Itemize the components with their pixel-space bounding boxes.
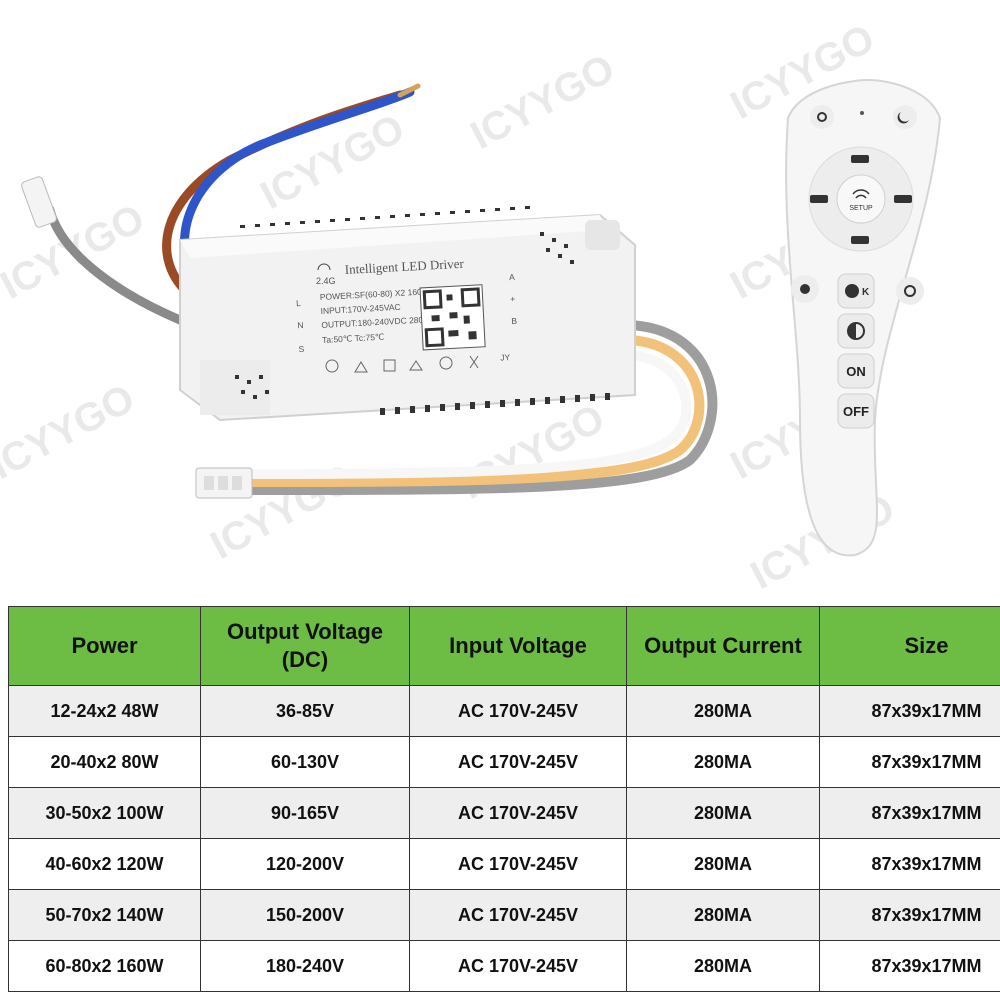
spec-table: Power Output Voltage (DC) Input Voltage … — [8, 606, 1000, 992]
cell-input-voltage: AC 170V-245V — [409, 736, 627, 788]
cell-input-voltage: AC 170V-245V — [409, 685, 627, 737]
cell-input-voltage: AC 170V-245V — [409, 889, 627, 941]
setup-label: SETUP — [849, 205, 873, 212]
cell-output-current: 280MA — [626, 787, 820, 839]
setup-button[interactable]: SETUP — [836, 174, 886, 224]
driver-temp-line: Ta:50℃ Tc:75℃ — [322, 332, 385, 345]
table-row: 40-60x2 120W 120-200V AC 170V-245V 280MA… — [8, 838, 1000, 890]
on-button[interactable]: ON — [837, 353, 875, 389]
driver-brand: Intelligent LED Driver — [344, 256, 464, 277]
table-row: 30-50x2 100W 90-165V AC 170V-245V 280MA … — [8, 787, 1000, 839]
band-label: 2.4G — [316, 276, 336, 286]
driver-input-line: INPUT:170V-245VAC — [320, 302, 401, 316]
output-wires — [195, 320, 718, 499]
color-warm-icon[interactable] — [810, 195, 828, 203]
brightness-up-icon[interactable] — [851, 155, 869, 163]
ir-led — [860, 111, 864, 115]
pin-s-label: S — [298, 344, 305, 354]
on-label: ON — [846, 364, 866, 379]
header-output-current: Output Current — [626, 606, 820, 686]
cell-output-current: 280MA — [626, 940, 820, 992]
table-row: 20-40x2 80W 60-130V AC 170V-245V 280MA 8… — [8, 736, 1000, 788]
moon-icon[interactable] — [893, 105, 917, 129]
certification-icons — [325, 355, 479, 373]
maker-label: JY — [500, 352, 511, 363]
pin-l-label: L — [296, 298, 302, 308]
watermark: ICYYGO — [464, 46, 622, 158]
pin-a-label: A — [509, 272, 516, 282]
sun-dim-icon[interactable] — [810, 105, 834, 129]
cell-power: 12-24x2 48W — [8, 685, 201, 737]
cell-size: 87x39x17MM — [819, 940, 1000, 992]
cell-output-current: 280MA — [626, 685, 820, 737]
table-row: 12-24x2 48W 36-85V AC 170V-245V 280MA 87… — [8, 685, 1000, 737]
cell-output-current: 280MA — [626, 838, 820, 890]
table-row: 60-80x2 160W 180-240V AC 170V-245V 280MA… — [8, 940, 1000, 992]
brightness-down-icon[interactable] — [851, 236, 869, 244]
svg-text:K: K — [862, 287, 870, 298]
pin-b-label: B — [511, 316, 518, 326]
cell-output-voltage: 60-130V — [200, 736, 410, 788]
input-wires — [21, 83, 421, 325]
sun-high-icon[interactable] — [896, 277, 924, 305]
cell-output-voltage: 120-200V — [200, 838, 410, 890]
cell-size: 87x39x17MM — [819, 736, 1000, 788]
cell-input-voltage: AC 170V-245V — [409, 838, 627, 890]
header-power: Power — [8, 606, 201, 686]
led-driver: 2.4G Intelligent LED Driver POWER:SF(60-… — [179, 206, 636, 422]
pin-plus-label: + — [510, 294, 516, 304]
header-input-voltage: Input Voltage — [409, 606, 627, 686]
cell-input-voltage: AC 170V-245V — [409, 940, 627, 992]
off-label: OFF — [843, 404, 869, 419]
cell-output-current: 280MA — [626, 736, 820, 788]
product-photo: ICYYGO ICYYGO ICYYGO ICYYGO ICYYGO ICYYG… — [0, 16, 942, 598]
table-row: 50-70x2 140W 150-200V AC 170V-245V 280MA… — [8, 889, 1000, 941]
remote-control: SETUP K ON OFF — [785, 78, 942, 557]
header-output-voltage-text: Output Voltage (DC) — [226, 619, 384, 672]
watermark: ICYYGO — [0, 376, 142, 488]
cell-size: 87x39x17MM — [819, 889, 1000, 941]
cell-input-voltage: AC 170V-245V — [409, 787, 627, 839]
cell-output-voltage: 180-240V — [200, 940, 410, 992]
cell-output-voltage: 36-85V — [200, 685, 410, 737]
color-cool-icon[interactable] — [894, 195, 912, 203]
wifi-icon — [317, 263, 331, 271]
mode-button[interactable] — [837, 313, 875, 349]
off-button[interactable]: OFF — [837, 393, 875, 429]
sun-low-icon[interactable] — [791, 275, 819, 303]
cell-output-voltage: 150-200V — [200, 889, 410, 941]
cell-power: 50-70x2 140W — [8, 889, 201, 941]
cell-power: 20-40x2 80W — [8, 736, 201, 788]
header-size: Size — [819, 606, 1000, 686]
cell-size: 87x39x17MM — [819, 685, 1000, 737]
cell-size: 87x39x17MM — [819, 787, 1000, 839]
pin-n-label: N — [297, 320, 304, 330]
cell-output-voltage: 90-165V — [200, 787, 410, 839]
cell-size: 87x39x17MM — [819, 838, 1000, 890]
cell-power: 40-60x2 120W — [8, 838, 201, 890]
header-output-voltage: Output Voltage (DC) — [200, 606, 410, 686]
cell-output-current: 280MA — [626, 889, 820, 941]
color-temp-button[interactable]: K — [837, 273, 875, 309]
cell-power: 30-50x2 100W — [8, 787, 201, 839]
qr-code-icon — [419, 284, 486, 351]
table-header-row: Power Output Voltage (DC) Input Voltage … — [8, 606, 1000, 686]
cell-power: 60-80x2 160W — [8, 940, 201, 992]
